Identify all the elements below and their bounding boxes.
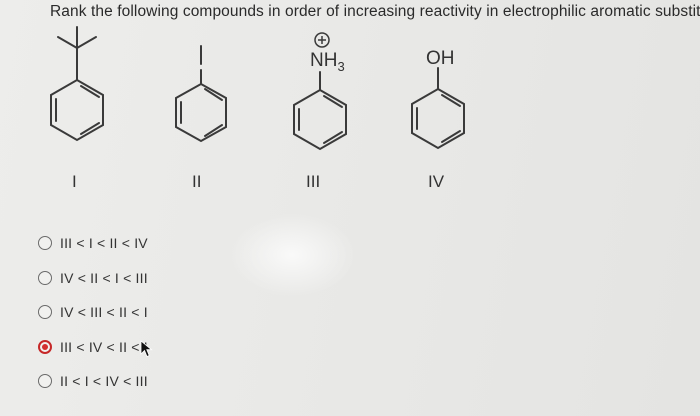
option-1[interactable]: III < I < II < IV [38, 226, 148, 261]
option-label: III < IV < II < I [60, 338, 148, 355]
compound-iv-structure [411, 67, 465, 150]
question-text: Rank the following compounds in order of… [50, 3, 700, 20]
compound-i-structure [50, 26, 104, 142]
option-5[interactable]: II < I < IV < III [38, 364, 148, 399]
structures-figure: NH3 OH [50, 26, 465, 151]
compound-numeral-i: I [72, 172, 77, 191]
option-4[interactable]: III < IV < II < I [38, 330, 148, 365]
option-3[interactable]: IV < III < II < I [38, 295, 148, 330]
nh3-label: NH3 [310, 50, 345, 74]
radio-button[interactable] [38, 270, 52, 285]
mouse-pointer-icon [140, 340, 153, 358]
oh-label: OH [426, 48, 455, 69]
positive-charge-icon [314, 32, 330, 48]
option-2[interactable]: IV < II < I < III [38, 261, 148, 296]
compound-numeral-iv: IV [428, 172, 445, 191]
option-label: IV < III < II < I [60, 304, 148, 321]
radio-button-selected[interactable] [38, 339, 52, 354]
option-label: II < I < IV < III [60, 373, 148, 390]
compound-iii-structure [293, 71, 347, 151]
compound-numeral-ii: II [192, 172, 202, 191]
radio-button[interactable] [38, 305, 52, 320]
option-label: IV < II < I < III [60, 269, 148, 286]
radio-button[interactable] [38, 374, 52, 389]
compound-numeral-iii: III [306, 172, 321, 191]
radio-button[interactable] [38, 236, 52, 251]
answer-options: III < I < II < IV IV < II < I < III IV <… [38, 226, 148, 399]
option-label: III < I < II < IV [60, 235, 148, 252]
compound-ii-structure [175, 45, 227, 143]
